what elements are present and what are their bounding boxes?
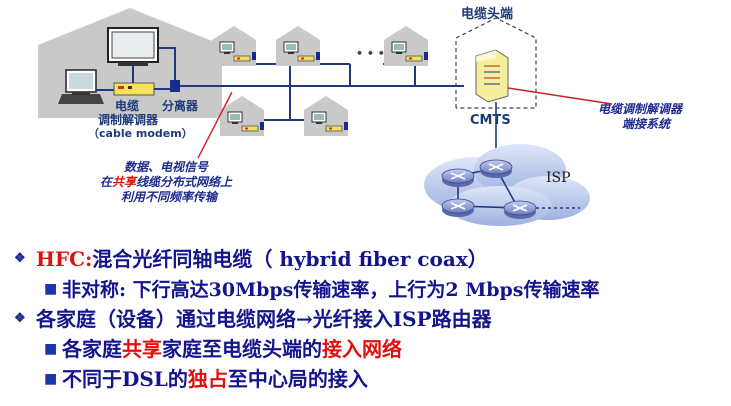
modem-label-line3: （cable modem） <box>88 127 193 140</box>
bullet-shared-red1: 共享 <box>122 337 162 361</box>
cmts-callout-line2: 端接系统 <box>622 117 671 131</box>
bullet-hfc-text: 混合光纤同轴电缆（ hybrid fiber coax） <box>92 247 488 271</box>
modem-label-line2: 调制解调器 <box>98 113 159 127</box>
router-icon-4 <box>503 200 537 219</box>
bullet-shared-mid: 家庭至电缆头端的 <box>162 337 322 361</box>
callout-line-cmts <box>507 87 613 105</box>
shared-note-line2: 在共享线缆分布式网络上 <box>100 173 232 190</box>
bullet-hfc-label: HFC: <box>36 247 93 271</box>
shared-note-line3: 利用不同频率传输 <box>121 190 218 204</box>
cmts-callout-line1: 电缆调制解调器 <box>598 102 683 116</box>
home-5 <box>303 95 349 137</box>
ellipsis: • • • <box>356 47 385 60</box>
headend-box <box>455 17 537 109</box>
shared-note-red: 共享 <box>112 175 137 189</box>
router-icon-3 <box>441 198 475 217</box>
diamond-bullet-icon: ❖ <box>14 251 26 266</box>
router-icon-1 <box>479 159 513 178</box>
diamond-bullet-icon: ❖ <box>14 311 26 326</box>
bullet-shared: ■ 各家庭共享家庭至电缆头端的接入网络 <box>14 334 729 364</box>
splitter-icon <box>170 80 180 92</box>
cmts-icon <box>475 49 509 103</box>
shared-note-post: 线缆分布式网络上 <box>136 175 233 189</box>
square-bullet-icon: ■ <box>44 281 58 297</box>
modem-label-line1: 电缆 <box>115 99 140 113</box>
bullet-list: ❖ HFC:混合光纤同轴电缆（ hybrid fiber coax） ■ 非对称… <box>14 244 729 394</box>
shared-note-pre: 在 <box>100 175 113 189</box>
router-icon-2 <box>441 168 475 187</box>
isp-label: ISP <box>546 170 571 186</box>
cmts-label: CMTS <box>470 113 511 128</box>
home-2 <box>275 25 321 67</box>
bullet-shared-pre: 各家庭 <box>62 337 122 361</box>
home-3 <box>383 25 429 67</box>
cable-modem-icon <box>113 82 155 96</box>
hfc-network-graphic <box>38 8 613 226</box>
bullet-homes-text: 各家庭（设备）通过电缆网络→光纤接入ISP路由器 <box>36 307 492 331</box>
home-1 <box>211 25 257 67</box>
headend-title: 电缆头端 <box>461 7 514 22</box>
square-bullet-icon: ■ <box>44 371 58 387</box>
splitter-label: 分离器 <box>162 99 199 113</box>
bullet-asymmetric: ■ 非对称: 下行高达30Mbps传输速率，上行为2 Mbps传输速率 <box>14 274 729 304</box>
bullet-dsl-pre: 不同于DSL的 <box>62 367 188 391</box>
shared-note-line1: 数据、电视信号 <box>124 160 209 174</box>
square-bullet-icon: ■ <box>44 341 58 357</box>
tv-icon <box>107 27 159 66</box>
bullet-shared-red2: 接入网络 <box>322 337 402 361</box>
bullet-asymmetric-text: 非对称: 下行高达30Mbps传输速率，上行为2 Mbps传输速率 <box>62 279 600 301</box>
bullet-homes: ❖ 各家庭（设备）通过电缆网络→光纤接入ISP路由器 <box>14 304 729 334</box>
bullet-hfc: ❖ HFC:混合光纤同轴电缆（ hybrid fiber coax） <box>14 244 729 274</box>
bullet-dsl: ■ 不同于DSL的独占至中心局的接入 <box>14 364 729 394</box>
callout-line-shared <box>197 91 233 159</box>
bullet-dsl-red: 独占 <box>187 367 228 391</box>
bullet-dsl-post: 至中心局的接入 <box>227 367 368 391</box>
computer-icon <box>58 69 104 104</box>
